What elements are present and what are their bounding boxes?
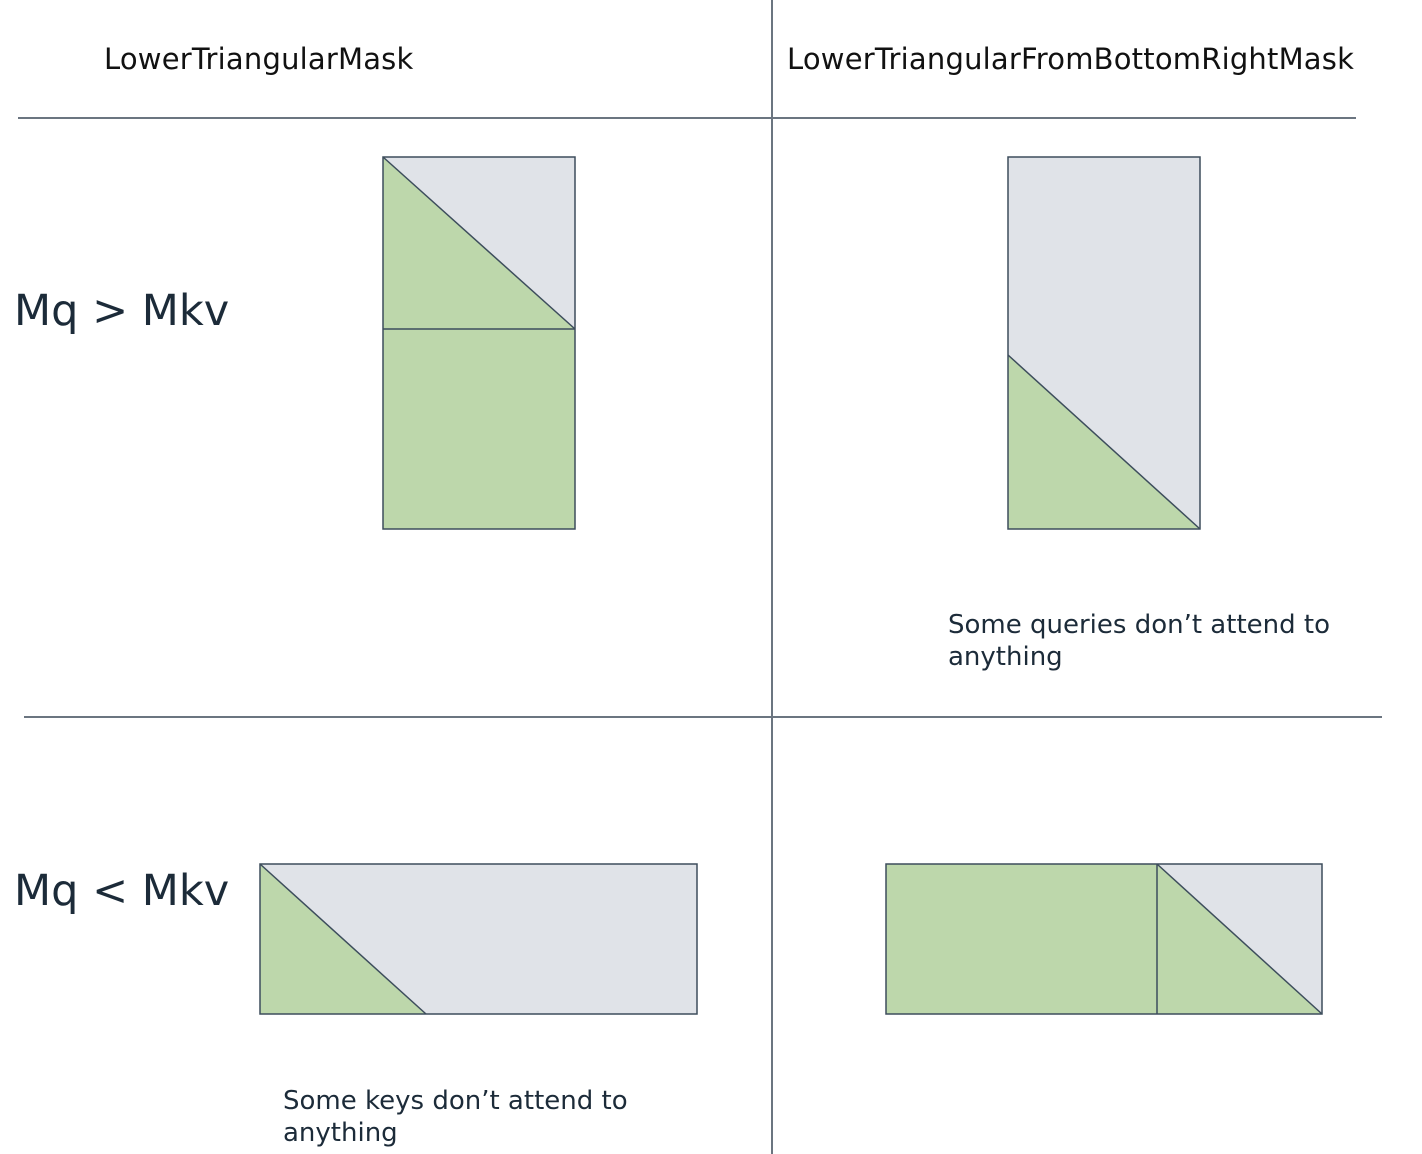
column-title-left: LowerTriangularMask bbox=[104, 42, 414, 76]
diagonal bbox=[1156, 863, 1323, 1015]
mask-border bbox=[1007, 156, 1201, 530]
row-title-bottom: Mq < Mkv bbox=[14, 866, 230, 916]
note-bottom-left-line1: Some keys don’t attend to bbox=[283, 1086, 628, 1116]
note-top-right-line2: anything bbox=[948, 642, 1063, 672]
attended-rectangle bbox=[383, 329, 575, 529]
note-bottom-left: Some keys don’t attend to anything bbox=[283, 1085, 628, 1149]
mask-bottom-left bbox=[259, 863, 698, 1015]
mask-bottom-right bbox=[885, 863, 1323, 1015]
diagonal bbox=[259, 863, 427, 1015]
note-top-right: Some queries don’t attend to anything bbox=[948, 609, 1330, 673]
note-bottom-left-line2: anything bbox=[283, 1118, 398, 1148]
mask-border bbox=[382, 156, 576, 530]
mask-border bbox=[885, 863, 1323, 1015]
note-top-right-line1: Some queries don’t attend to bbox=[948, 610, 1330, 640]
row-title-top: Mq > Mkv bbox=[14, 286, 230, 336]
diagonal bbox=[382, 156, 576, 330]
mask-top-right bbox=[1007, 156, 1201, 530]
diagonal bbox=[1007, 354, 1201, 530]
mask-border bbox=[259, 863, 698, 1015]
column-title-right: LowerTriangularFromBottomRightMask bbox=[787, 42, 1355, 76]
mask-top-left bbox=[382, 156, 576, 530]
attended-rectangle bbox=[886, 864, 1157, 1014]
